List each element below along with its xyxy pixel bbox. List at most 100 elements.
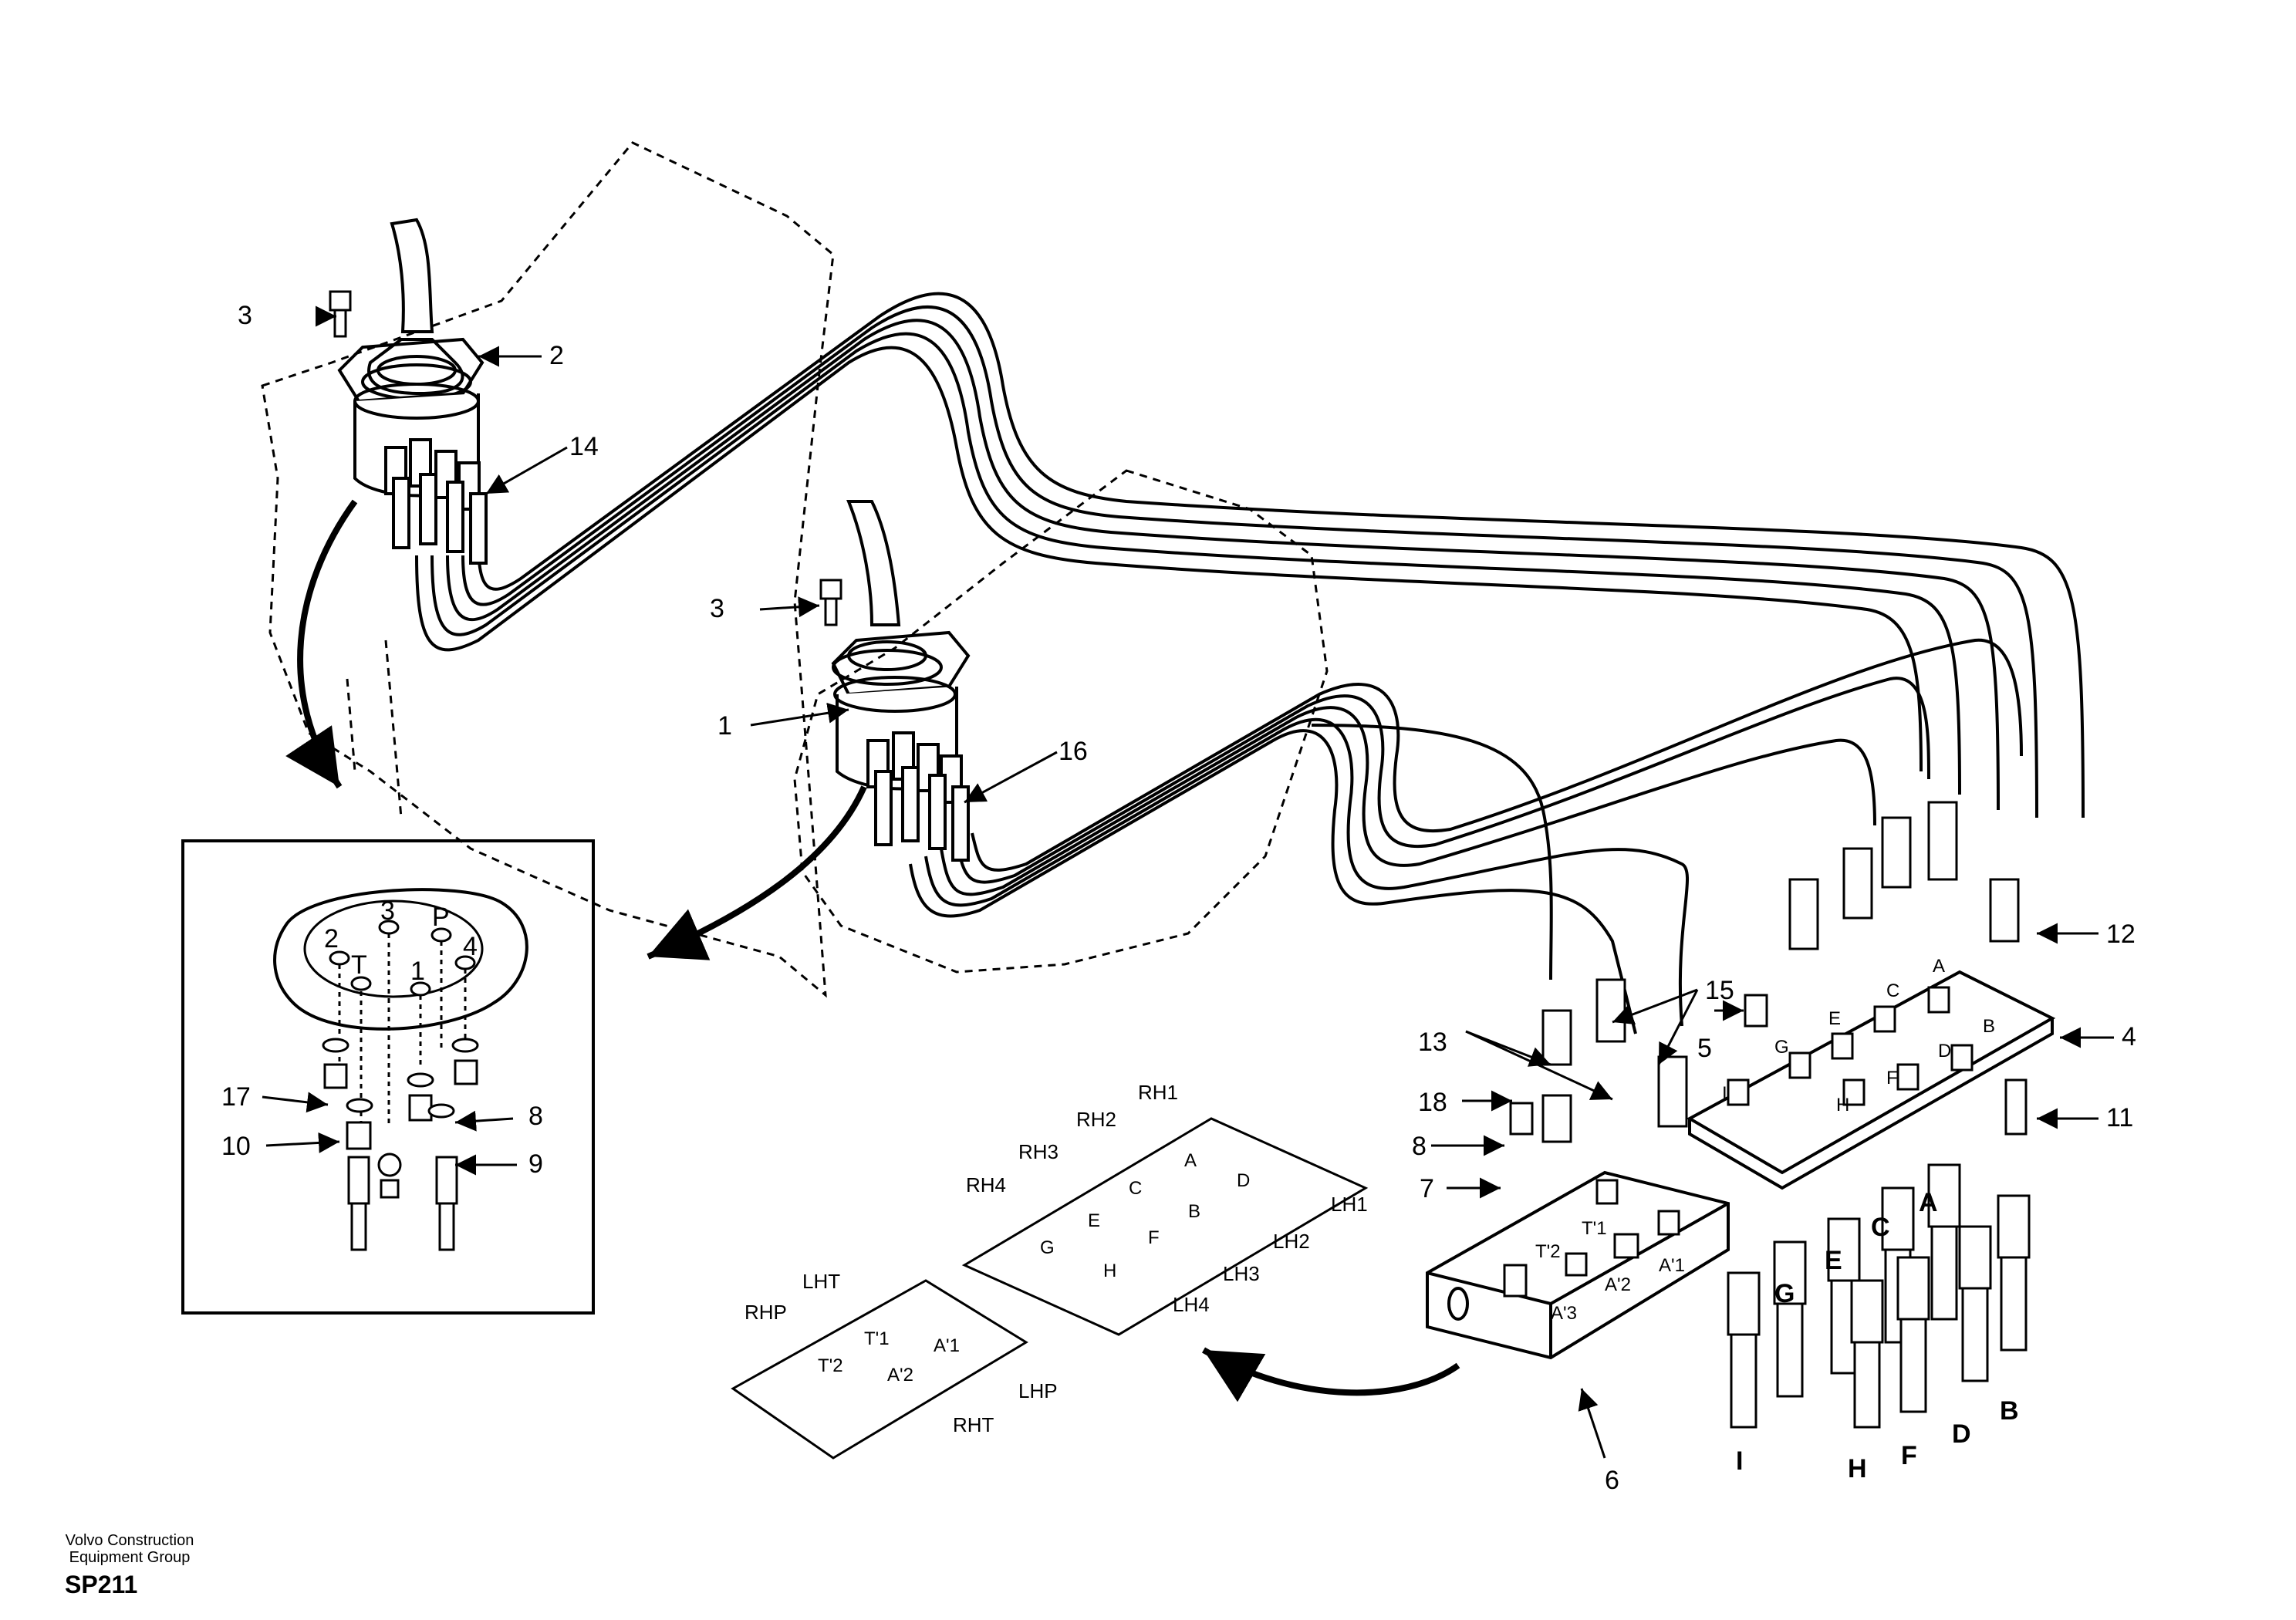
callout-3-lower: 3 — [710, 594, 724, 623]
plate-lower-RHT: RHT — [953, 1413, 994, 1436]
plate-lower-T2: T'2 — [818, 1355, 843, 1376]
block-port-A1: A'1 — [1659, 1255, 1685, 1276]
plate-lower-T1: T'1 — [864, 1328, 890, 1349]
detail-arrows — [285, 499, 1460, 1402]
plate-upper-G: G — [1040, 1237, 1055, 1258]
hose-end-E: E — [1825, 1246, 1842, 1275]
plate-upper-B: B — [1188, 1201, 1200, 1222]
callout-9: 9 — [528, 1149, 543, 1179]
control-block — [1426, 1170, 1730, 1360]
block-port-I: I — [1722, 1083, 1727, 1104]
block-port-B: B — [1983, 1016, 1995, 1037]
callout-3-upper: 3 — [238, 301, 252, 330]
pilot-valve-left — [337, 218, 488, 565]
hose-end-H: H — [1848, 1454, 1867, 1483]
console-outline — [261, 141, 1329, 998]
callout-11: 11 — [2106, 1103, 2133, 1132]
block-port-D: D — [1938, 1041, 1951, 1061]
detail-port-3: 3 — [380, 896, 395, 926]
screw-part-3-lower — [819, 579, 842, 626]
block-port-E: E — [1828, 1008, 1841, 1029]
manifold-plate — [1686, 970, 2056, 1190]
plate-upper-F: F — [1148, 1227, 1160, 1248]
block-port-F: F — [1886, 1068, 1898, 1088]
plate-upper-H: H — [1103, 1261, 1116, 1281]
block-port-T1: T'1 — [1582, 1218, 1607, 1239]
hose-end-B: B — [2000, 1396, 2019, 1426]
plate-upper-C: C — [1129, 1178, 1142, 1199]
block-port-A: A — [1933, 956, 1945, 977]
hose-bundle-left — [415, 292, 2085, 818]
leader-lines — [262, 305, 2114, 1459]
hose-bundle-right — [909, 638, 2023, 1034]
hose-tails — [1727, 1163, 2031, 1429]
footer-company-line2: Equipment Group — [69, 1549, 191, 1566]
hose-end-labels: A C E G I H F D B — [1736, 1188, 2019, 1483]
plate-lower-A2: A'2 — [887, 1365, 913, 1385]
block-port-A2: A'2 — [1605, 1274, 1631, 1295]
footer-company-line1: Volvo Construction — [65, 1532, 194, 1549]
callout-labels: 1 2 3 3 4 5 6 7 8 8 9 10 11 12 13 14 15 … — [221, 301, 2136, 1495]
hose-end-D: D — [1952, 1419, 1971, 1449]
plate-upper-RH3: RH3 — [1018, 1140, 1059, 1163]
callout-5: 5 — [1697, 1034, 1712, 1063]
pilot-valve-right — [831, 500, 971, 862]
plate-upper-E: E — [1088, 1210, 1100, 1231]
plate-lower-labels: LHT RHP T'1 T'2 A'1 A'2 LHP RHT — [745, 1270, 1058, 1436]
block-port-H: H — [1836, 1095, 1849, 1115]
block-port-G: G — [1774, 1037, 1789, 1058]
fittings — [1503, 801, 2028, 1298]
plate-upper-D: D — [1237, 1170, 1250, 1191]
callout-12: 12 — [2106, 920, 2136, 949]
hose-end-G: G — [1774, 1279, 1795, 1308]
callout-14: 14 — [569, 432, 599, 461]
plate-lower-LHT: LHT — [802, 1270, 840, 1293]
block-port-T2: T'2 — [1535, 1241, 1561, 1262]
screw-part-3-upper — [329, 290, 352, 338]
plate-upper-LH4: LH4 — [1173, 1293, 1210, 1316]
detail-port-2: 2 — [324, 924, 339, 953]
plate-upper-labels: RH1 RH2 RH3 RH4 LH1 LH2 LH3 LH4 A B C D … — [966, 1081, 1368, 1316]
callout-18: 18 — [1418, 1088, 1447, 1117]
plate-lower — [731, 1279, 1028, 1460]
plate-upper-LH2: LH2 — [1273, 1230, 1310, 1253]
plate-upper — [961, 1117, 1369, 1336]
detail-port-T: T — [351, 950, 367, 980]
block-port-labels: A C E B G D F I H T'1 T'2 A'1 A'2 A'3 — [1535, 956, 1995, 1324]
plate-upper-RH1: RH1 — [1138, 1081, 1178, 1104]
plate-upper-A: A — [1184, 1150, 1197, 1171]
plate-upper-LH3: LH3 — [1223, 1262, 1260, 1285]
hose-end-I: I — [1736, 1446, 1743, 1476]
drawing-code: SP211 — [65, 1571, 138, 1598]
callout-13: 13 — [1418, 1028, 1447, 1057]
block-port-A3: A'3 — [1551, 1303, 1577, 1324]
callout-2: 2 — [549, 341, 564, 370]
block-port-C: C — [1886, 980, 1899, 1001]
detail-port-labels: 3 P 2 4 T 1 — [324, 896, 478, 986]
callout-4: 4 — [2122, 1022, 2136, 1051]
plate-upper-RH2: RH2 — [1076, 1108, 1116, 1131]
plate-lower-RHP: RHP — [745, 1301, 787, 1324]
detail-port-P: P — [432, 903, 450, 932]
callout-16: 16 — [1059, 737, 1088, 766]
callout-7: 7 — [1420, 1174, 1434, 1203]
callout-17: 17 — [221, 1082, 251, 1112]
hose-end-C: C — [1871, 1213, 1890, 1242]
plate-lower-LHP: LHP — [1018, 1379, 1058, 1402]
callout-15: 15 — [1705, 976, 1734, 1005]
plate-upper-LH1: LH1 — [1331, 1193, 1368, 1216]
callout-6: 6 — [1605, 1466, 1619, 1495]
detail-port-1: 1 — [410, 957, 425, 986]
callout-8-detail: 8 — [528, 1102, 543, 1131]
hose-end-F: F — [1901, 1441, 1917, 1470]
hose-end-A: A — [1919, 1188, 1938, 1217]
callout-10: 10 — [221, 1132, 251, 1161]
detail-port-4: 4 — [463, 932, 478, 961]
plate-lower-A1: A'1 — [934, 1335, 960, 1356]
plate-upper-RH4: RH4 — [966, 1173, 1006, 1196]
callout-1: 1 — [718, 711, 732, 741]
callout-8-main: 8 — [1412, 1132, 1427, 1161]
detail-box — [181, 839, 595, 1315]
